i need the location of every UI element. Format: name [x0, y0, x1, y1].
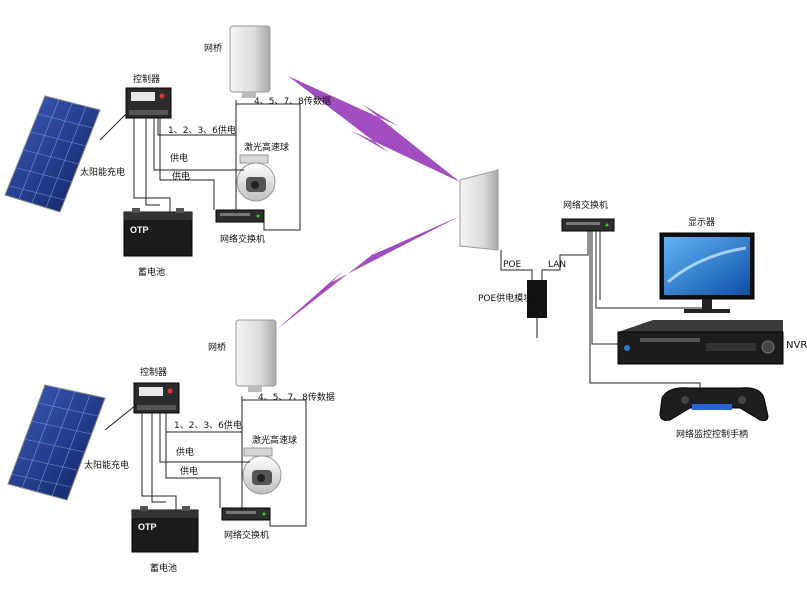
center-bridge-antenna — [459, 169, 499, 251]
bottom-bridge-label: 网桥 — [208, 343, 227, 353]
monitor-label: 显示器 — [688, 218, 716, 228]
joystick-label: 网络监控控制手柄 — [676, 430, 749, 440]
bottom-wiring — [104, 396, 307, 527]
top-bridge-antenna — [229, 25, 271, 98]
wireless-link-bottom — [276, 216, 460, 330]
top-controller — [125, 87, 172, 119]
top-battery-brand: OTP — [130, 225, 149, 235]
top-solar-label: 太阳能充电 — [80, 168, 126, 178]
top-battery-label: 蓄电池 — [138, 268, 166, 278]
lan-port-label: LAN — [548, 260, 567, 270]
bottom-solar-label: 太阳能充电 — [84, 461, 130, 471]
wireless-link-top — [288, 76, 460, 182]
bottom-power-line-2: 供电 — [180, 467, 199, 477]
bottom-switch-label: 网络交换机 — [224, 531, 270, 541]
top-ports-power-label: 1、2、3、6供电 — [168, 126, 236, 136]
bottom-controller — [133, 382, 180, 414]
bottom-solar-panel — [7, 384, 106, 501]
bottom-battery-brand: OTP — [138, 522, 157, 532]
bottom-power-line-1: 供电 — [176, 448, 195, 458]
top-switch-label: 网络交换机 — [220, 235, 266, 245]
top-battery: OTP — [123, 208, 193, 257]
bottom-ports-power-label: 1、2、3、6供电 — [174, 421, 242, 431]
top-power-line-1: 供电 — [170, 154, 189, 164]
bottom-site: OTP — [7, 319, 307, 553]
nvr-label: NVR — [786, 340, 807, 351]
bottom-bridge-antenna — [235, 319, 277, 392]
top-solar-panel — [4, 95, 101, 213]
poe-module — [527, 280, 547, 318]
joystick-controller — [659, 387, 769, 421]
bottom-ports-data-label: 4、5、7、8传数据 — [258, 393, 335, 403]
bottom-battery-label: 蓄电池 — [150, 564, 178, 574]
top-network-switch — [215, 209, 265, 223]
center-wiring — [500, 231, 704, 388]
bottom-battery: OTP — [131, 506, 199, 553]
bottom-controller-label: 控制器 — [140, 368, 168, 378]
top-speed-dome-camera — [236, 154, 276, 202]
center-network-switch — [561, 218, 615, 232]
bottom-network-switch — [221, 507, 271, 521]
poe-module-label: POE供电模块 — [478, 294, 533, 304]
poe-port-label: POE — [503, 260, 522, 270]
center-switch-label: 网络交换机 — [563, 201, 609, 211]
top-camera-label: 激光高速球 — [244, 143, 290, 153]
top-controller-label: 控制器 — [133, 75, 161, 85]
top-ports-data-label: 4、5、7、8传数据 — [254, 97, 331, 107]
top-bridge-label: 网桥 — [204, 44, 223, 54]
monitor — [659, 232, 755, 313]
top-power-line-2: 供电 — [172, 172, 191, 182]
bottom-speed-dome-camera — [242, 447, 282, 495]
center-site — [459, 169, 784, 421]
bottom-camera-label: 激光高速球 — [252, 436, 298, 446]
top-site: OTP — [4, 25, 301, 257]
nvr-recorder — [617, 320, 784, 365]
top-wiring — [99, 100, 301, 231]
